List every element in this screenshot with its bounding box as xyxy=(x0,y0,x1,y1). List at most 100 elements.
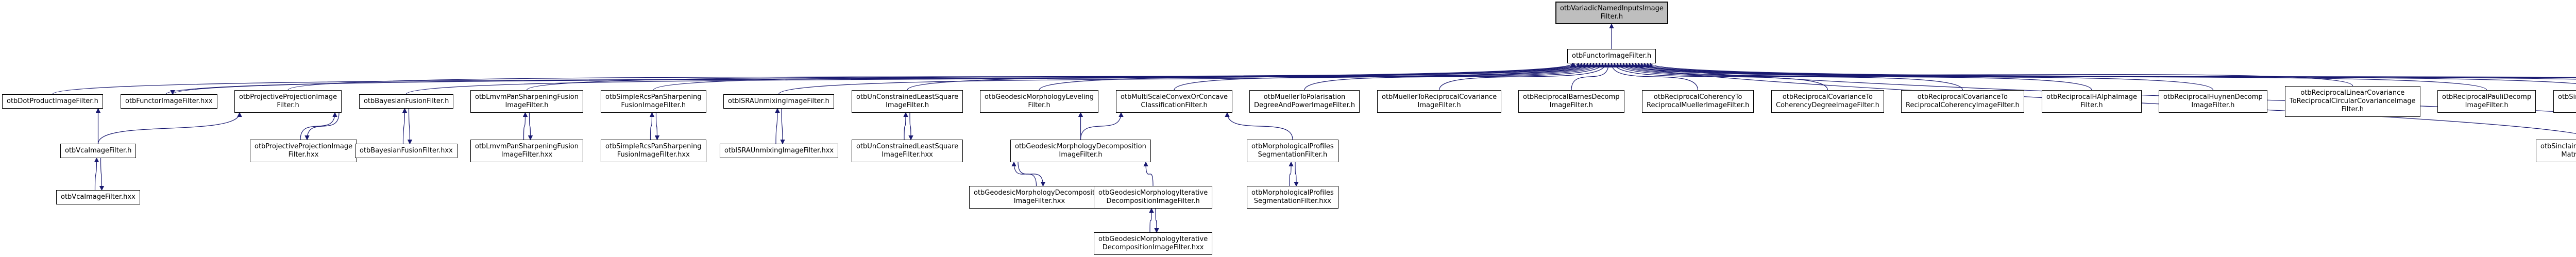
include-edge xyxy=(1154,208,1159,233)
include-edge xyxy=(1294,162,1299,187)
include-edge xyxy=(907,62,1596,91)
node-otbFunctorImageFilter.hxx[interactable]: otbFunctorImageFilter.hxx xyxy=(121,94,217,109)
node-otbBayesianFusionFilter.h[interactable]: otbBayesianFusionFilter.h xyxy=(359,94,454,109)
node-otbBayesianFusionFilter.hxx[interactable]: otbBayesianFusionFilter.hxx xyxy=(355,144,457,158)
node-label-line: otbBayesianFusionFilter.h xyxy=(364,97,449,105)
include-edge xyxy=(97,112,242,144)
node-label-line: ReciprocalMuellerImageFilter.h xyxy=(1647,101,1750,109)
node-label-line: otbGeodesicMorphologyDecomposition xyxy=(1015,143,1146,150)
node-label-line: otbGeodesicMorphologyLeveling xyxy=(985,93,1094,101)
node-label-line: otbSinclairToCovarianceMatrix xyxy=(2558,93,2576,101)
node-label-line: otbLmvmPanSharpeningFusion xyxy=(475,143,579,150)
include-edge xyxy=(1289,161,1294,186)
include-edge xyxy=(300,112,337,140)
node-label-line: ImageFilter.hxx xyxy=(501,151,553,159)
include-edge xyxy=(287,62,1581,91)
node-label-line: otbVcaImageFilter.hxx xyxy=(61,193,135,201)
node-label-line: otbFunctorImageFilter.h xyxy=(1572,52,1652,60)
node-label-line: otbProjectiveProjectionImage xyxy=(255,143,353,150)
node-otbVcaImageFilter.h[interactable]: otbVcaImageFilter.h xyxy=(60,144,137,158)
node-label-line: CoherencyDegreeImageFilter.h xyxy=(1776,101,1879,109)
node-label-line: otbReciprocalCoherencyTo xyxy=(1653,93,1742,101)
node-label-line: otbISRAUnmixingImageFilter.h xyxy=(728,97,829,105)
include-edge xyxy=(653,62,1590,91)
node-label-line: SegmentationFilter.h xyxy=(1258,151,1328,159)
include-edge xyxy=(1571,62,1611,91)
node-label-line: otbReciprocalBarnesDecomp xyxy=(1523,93,1620,101)
include-edge xyxy=(528,112,533,141)
include-edge xyxy=(778,62,1593,95)
include-edge xyxy=(1143,161,1154,186)
node-otbDotProductImageFilter.h[interactable]: otbDotProductImageFilter.h xyxy=(2,94,103,109)
node-label-line: ReciprocalCoherencyImageFilter.h xyxy=(1906,101,2020,109)
node-label-line: otbMorphologicalProfiles xyxy=(1251,189,1334,197)
node-label-line: SegmentationFilter.hxx xyxy=(1253,197,1331,205)
include-edge xyxy=(99,158,105,191)
include-edge xyxy=(775,108,780,144)
include-edge xyxy=(1225,112,1293,140)
node-label-line: otbMultiScaleConvexOrConcave xyxy=(1121,93,1228,101)
node-label-line: ImageFilter.h xyxy=(2465,101,2509,109)
node-otbSinclairToCircularCovarianceMatrixImageFilter.h[interactable]: otbSinclairToCircularCovarianceMatrixIma… xyxy=(2536,140,2576,162)
include-edge xyxy=(903,112,908,140)
node-label-line: DecompositionImageFilter.h xyxy=(1106,197,1200,205)
node-label-line: Filter.h xyxy=(277,101,299,109)
node-label-line: Filter.h xyxy=(1600,13,1623,21)
node-label-line: Filter.hxx xyxy=(288,151,319,159)
node-label-line: otbSimpleRcsPanSharpening xyxy=(605,93,702,101)
include-edge xyxy=(405,62,1584,95)
node-label-line: otbGeodesicMorphologyIterative xyxy=(1098,189,1208,197)
node-label-line: DegreeAndPowerImageFilter.h xyxy=(1254,101,1355,109)
node-label-line: otbMuellerToPolarisation xyxy=(1263,93,1346,101)
include-edge xyxy=(1080,112,1124,140)
node-otbVcaImageFilter.hxx[interactable]: otbVcaImageFilter.hxx xyxy=(56,190,140,204)
node-label-line: otbReciprocalCovarianceTo xyxy=(1917,93,2008,101)
include-edge xyxy=(654,112,660,141)
include-edge xyxy=(1304,62,1605,91)
node-label-line: ImageFilter.h xyxy=(2191,101,2235,109)
node-otbISRAUnmixingImageFilter.h[interactable]: otbISRAUnmixingImageFilter.h xyxy=(723,94,834,109)
node-label-line: ImageFilter.h xyxy=(1417,101,1461,109)
node-label-line: otbISRAUnmixingImageFilter.hxx xyxy=(724,147,834,155)
node-label-line: otbProjectiveProjectionImage xyxy=(239,93,337,101)
node-otbISRAUnmixingImageFilter.hxx[interactable]: otbISRAUnmixingImageFilter.hxx xyxy=(720,144,839,158)
node-label-line: otbReciprocalPauliDecomp xyxy=(2442,93,2532,101)
node-label-line: ImageFilter.hxx xyxy=(882,151,933,159)
include-edge xyxy=(170,63,1579,95)
node-otbSinclairToCovarianceMatrixImageFilter.h[interactable]: otbSinclairToCovarianceMatrixImageFilter… xyxy=(2553,90,2576,113)
node-label-line: ImageFilter.h xyxy=(505,101,549,109)
node-label-line: otbBayesianFusionFilter.hxx xyxy=(360,147,453,155)
node-label-line: Filter.h xyxy=(2080,101,2103,109)
node-label-line: otbLmvmPanSharpeningFusion xyxy=(475,93,579,101)
node-otbFunctorImageFilter.h[interactable]: otbFunctorImageFilter.h xyxy=(1567,49,1656,63)
node-label-line: ImageFilter.hxx xyxy=(1013,197,1065,205)
include-edge xyxy=(1624,62,2353,87)
